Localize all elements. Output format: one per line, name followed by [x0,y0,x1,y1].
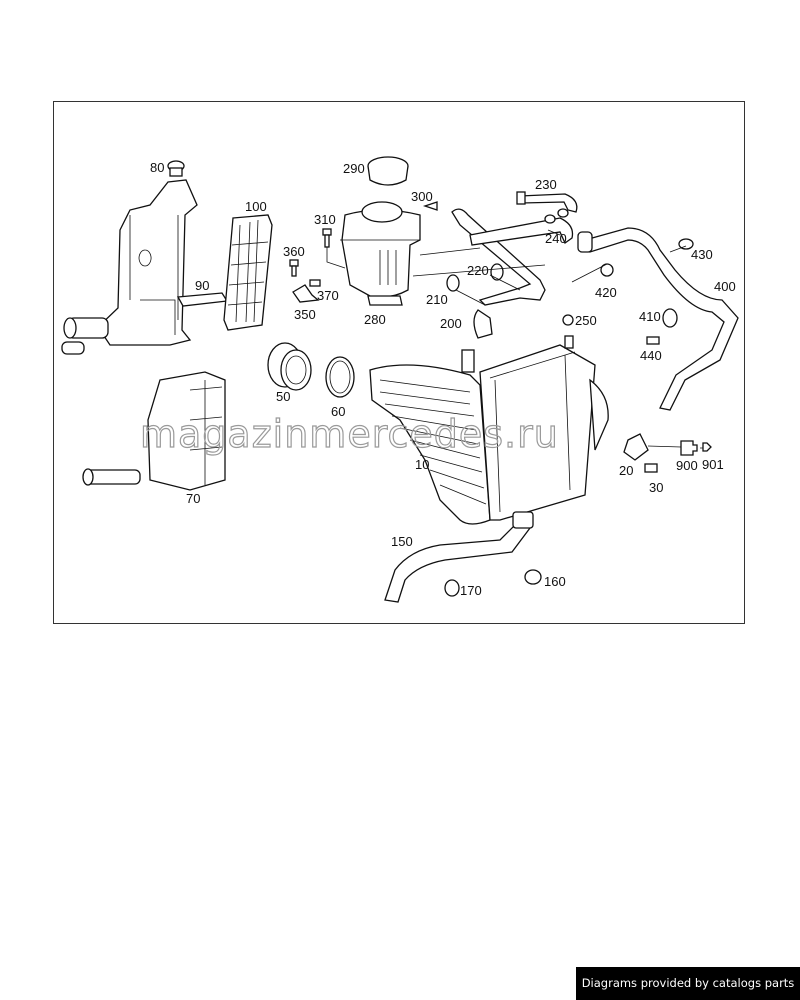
watermark: magazinmercedes.ru [140,412,559,456]
part-20-sensor [623,433,649,461]
part-50-sleeve [267,342,312,391]
part-280-reservoir [340,201,421,306]
part-30-bolt [644,463,658,473]
label-220[interactable]: 220 [467,263,489,278]
part-370-bolt [309,279,321,287]
part-90-plate [176,292,229,307]
label-290[interactable]: 290 [343,161,365,176]
leader-lines [326,229,703,449]
part-70-bracket [82,371,226,491]
part-400-hose [577,227,739,411]
part-360-bolt [289,259,299,277]
label-410[interactable]: 410 [639,309,661,324]
label-280[interactable]: 280 [364,312,386,327]
credit-banner: Diagrams provided by catalogs parts [576,967,800,1000]
diagram-frame [53,101,745,624]
part-310-bolt [322,228,332,248]
label-430[interactable]: 430 [691,247,713,262]
label-300[interactable]: 300 [411,189,433,204]
part-170-clamp [444,579,460,597]
part-60-ring [325,356,355,398]
label-90[interactable]: 90 [195,278,209,293]
label-350[interactable]: 350 [294,307,316,322]
part-350-bracket [292,284,320,303]
part-labels: 80 290 230 300 100 310 240 360 430 90 22… [150,160,736,598]
label-310[interactable]: 310 [314,212,336,227]
part-bracket-left [61,179,198,355]
label-80[interactable]: 80 [150,160,164,175]
label-170[interactable]: 170 [460,583,482,598]
label-20[interactable]: 20 [619,463,633,478]
part-410-clip [662,308,678,328]
part-clamps [446,208,694,326]
label-370[interactable]: 370 [317,288,339,303]
part-900-connector [680,440,698,456]
label-200[interactable]: 200 [440,316,462,331]
hose-assembly-upper [451,191,578,339]
label-100[interactable]: 100 [245,199,267,214]
label-30[interactable]: 30 [649,480,663,495]
label-210[interactable]: 210 [426,292,448,307]
label-440[interactable]: 440 [640,348,662,363]
part-901-pin [702,442,712,452]
label-420[interactable]: 420 [595,285,617,300]
label-50[interactable]: 50 [276,389,290,404]
label-360[interactable]: 360 [283,244,305,259]
part-80-plug [167,160,185,177]
label-230[interactable]: 230 [535,177,557,192]
label-10[interactable]: 10 [415,457,429,472]
part-300-triangle [422,201,438,211]
label-70[interactable]: 70 [186,491,200,506]
label-400[interactable]: 400 [714,279,736,294]
label-240[interactable]: 240 [545,231,567,246]
label-901[interactable]: 901 [702,457,724,472]
label-160[interactable]: 160 [544,574,566,589]
label-900[interactable]: 900 [676,458,698,473]
label-60[interactable]: 60 [331,404,345,419]
part-440-bolt [646,336,660,345]
part-10-intercooler [369,335,609,525]
label-250[interactable]: 250 [575,313,597,328]
label-150[interactable]: 150 [391,534,413,549]
part-100-grid [223,214,273,331]
part-290-cap [367,156,409,186]
part-150-hose [384,511,534,603]
part-160-clamp [524,569,542,585]
